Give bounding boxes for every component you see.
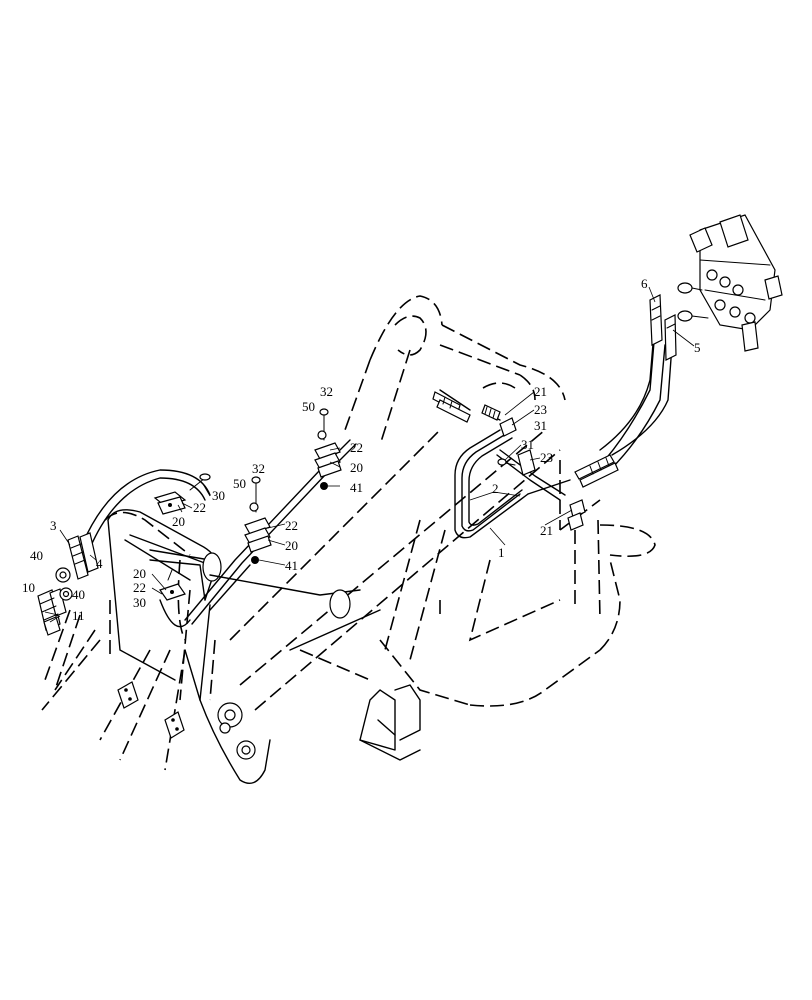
callout-22: 22 bbox=[350, 440, 363, 455]
callout-11: 11 bbox=[72, 608, 85, 623]
callout-5: 5 bbox=[694, 340, 701, 355]
coupler-right bbox=[574, 454, 619, 488]
callout-3: 3 bbox=[50, 518, 57, 533]
callout-20: 20 bbox=[172, 514, 185, 529]
callout-31: 31 bbox=[534, 418, 547, 433]
coupler-upper bbox=[432, 391, 501, 423]
clamp-group-a bbox=[153, 473, 211, 515]
callout-41: 41 bbox=[285, 558, 298, 573]
loader-arm bbox=[107, 509, 421, 784]
clamp-stack-c bbox=[314, 408, 342, 490]
callout-20: 20 bbox=[350, 460, 363, 475]
callout-32: 32 bbox=[252, 461, 265, 476]
callout-21: 21 bbox=[534, 384, 547, 399]
callout-23: 23 bbox=[534, 402, 547, 417]
callout-41: 41 bbox=[350, 480, 363, 495]
callout-10: 10 bbox=[22, 580, 35, 595]
leader-lines bbox=[44, 286, 695, 623]
coupler-10 bbox=[37, 588, 67, 636]
callout-31: 31 bbox=[521, 437, 534, 452]
coupler-3 bbox=[67, 532, 99, 580]
callout-22: 22 bbox=[193, 500, 206, 515]
bracket-plate-left bbox=[117, 681, 185, 739]
fittings-hardware bbox=[37, 294, 677, 636]
callout-22: 22 bbox=[285, 518, 298, 533]
callout-2: 2 bbox=[492, 481, 499, 496]
callout-30: 30 bbox=[212, 488, 225, 503]
callout-30: 30 bbox=[133, 595, 146, 610]
callout-21: 21 bbox=[540, 523, 553, 538]
callout-4: 4 bbox=[96, 556, 103, 571]
clamp-stack-d bbox=[244, 476, 272, 564]
clamp-group-b bbox=[159, 569, 186, 601]
callout-20: 20 bbox=[285, 538, 298, 553]
callout-labels: 3 40 4 10 40 11 20 22 30 30 20 22 32 50 … bbox=[22, 276, 701, 623]
callout-40: 40 bbox=[30, 548, 43, 563]
callout-1: 1 bbox=[498, 545, 505, 560]
control-valve bbox=[677, 214, 783, 352]
callout-23: 23 bbox=[540, 450, 553, 465]
callout-32: 32 bbox=[320, 384, 333, 399]
callout-22: 22 bbox=[133, 580, 146, 595]
callout-50: 50 bbox=[233, 476, 246, 491]
callout-40: 40 bbox=[72, 587, 85, 602]
callout-6: 6 bbox=[641, 276, 648, 291]
callout-20: 20 bbox=[133, 566, 146, 581]
callout-50: 50 bbox=[302, 399, 315, 414]
